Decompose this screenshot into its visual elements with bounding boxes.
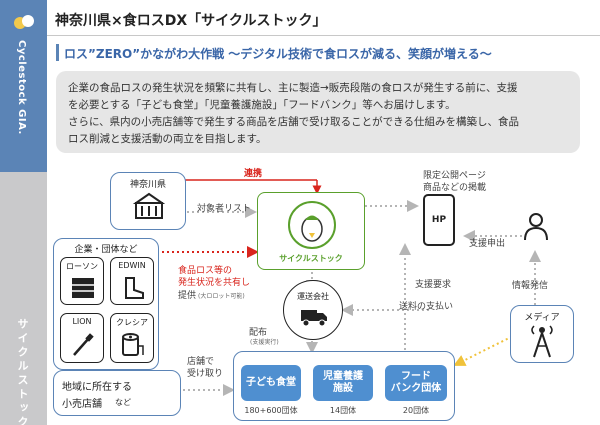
recipient-label: フード [401, 371, 431, 382]
company-label: クレシア [116, 318, 148, 327]
kanagawa-label: 神奈川県 [129, 180, 166, 190]
description-box: 企業の食品ロスの発生状況を頻繁に共有し、主に製造→販売段階の食ロスが発生する前に… [56, 71, 580, 153]
sidebar-bottom-panel [0, 172, 47, 425]
media-node: メディア [510, 305, 574, 363]
cyclestock-center-node: サイクルストック [257, 192, 365, 270]
truck-icon [301, 310, 327, 327]
company-lawson: ローソン [60, 257, 104, 305]
shipping-company-label: 運送会社 [297, 292, 329, 301]
company-lion: LION [60, 313, 104, 363]
page-subtitle: ロス”ZERO”かながわ大作戦 〜デジタル技術で食ロスが減る、笑顔が増える〜 [64, 47, 492, 61]
provide-label: 提供 [178, 291, 197, 301]
toothbrush-icon [73, 333, 94, 356]
company-label: EDWIN [118, 261, 146, 270]
company-label: ローソン [66, 262, 98, 271]
brand-logo-icon [14, 15, 34, 29]
food-loss-line-1: 食品ロス等の [178, 266, 233, 276]
store-pickup-line-2: 受け取り [187, 369, 224, 379]
shipping-company-node: 運送会社 [283, 280, 343, 340]
page-title: 神奈川県×食ロスDX「サイクルストック」 [55, 13, 327, 29]
recipient-jido-yogo-shisetsu: 児童養護 施設 [313, 365, 373, 401]
boot-icon [125, 277, 144, 299]
sidebar-top-panel [0, 0, 47, 172]
media-label: メディア [524, 313, 560, 323]
hp-caption-1: 限定公開ページ [423, 171, 486, 181]
description-line: を必要とする「子ども食堂」「児童養護施設」「フードバンク」等へお届けします。 [68, 99, 456, 111]
recipient-label: バンク団体 [390, 383, 442, 394]
recipient-label: 施設 [333, 383, 353, 394]
recipient-count: 20団体 [402, 406, 430, 415]
sidebar-brand: Cyclestock GIA. [16, 40, 27, 135]
kanagawa-node: 神奈川県 [110, 172, 186, 230]
cyclestock-logo-icon [288, 201, 336, 249]
sidebar-section-label: サイクルストック [16, 318, 29, 425]
hp-label: HP [431, 215, 447, 225]
target-list-label: 対象者リスト [197, 204, 252, 214]
company-crecia: クレシア [110, 313, 154, 363]
diagram-connectors [157, 179, 541, 396]
broadcast-tower-icon [531, 325, 553, 358]
description-line: 企業の食品ロスの発生状況を頻繁に共有し、主に製造→販売段階の食ロスが発生する前に… [68, 82, 518, 94]
recipient-kodomo-shokudo: 子ども食堂 [241, 365, 301, 401]
food-loss-line-2: 発生状況を共有し [178, 278, 251, 288]
hp-caption-2: 商品などの掲載 [423, 183, 487, 193]
companies-group: 企業・団体など ローソン EDWIN LION クレシア [53, 238, 159, 370]
store-pickup-line-1: 店舗で [187, 357, 215, 367]
provide-note: (大ロロット可能) [198, 293, 245, 300]
subtitle-accent-bar [56, 44, 59, 61]
recipient-count: 180+600団体 [244, 406, 298, 415]
support-request-label: 支援要求 [415, 280, 452, 290]
title-divider [47, 35, 600, 36]
hp-phone-node: HP [423, 194, 455, 246]
store-shelf-icon [72, 278, 94, 298]
cyclestock-logo-label: サイクルストック [279, 254, 343, 263]
local-stores-suffix: など [115, 398, 131, 407]
company-edwin: EDWIN [110, 257, 154, 305]
companies-title: 企業・団体など [74, 245, 138, 255]
supporter-person-icon [524, 213, 548, 241]
local-stores-line-2: 小売店舗 [62, 399, 102, 410]
local-stores-line-1: 地域に所在する [62, 382, 132, 393]
recipient-label: 児童養護 [323, 371, 363, 382]
delivery-note: (支援実行) [250, 339, 279, 346]
toilet-paper-icon [122, 333, 144, 356]
info-send-label: 情報発信 [512, 281, 549, 291]
shipping-fee-label: 送料の支払い [399, 302, 454, 312]
description-line: さらに、県内の小売店舗等で発生する商品を店舗で受け取ることができる仕組みを構築し… [68, 116, 519, 128]
local-stores-node: 地域に所在する 小売店舗 など [53, 370, 181, 416]
recipient-food-bank: フード バンク団体 [385, 365, 447, 401]
government-building-icon [133, 192, 165, 219]
description-line: ロス削減と支援活動の両立を目指します。 [68, 133, 267, 145]
company-label: LION [72, 317, 92, 326]
renkei-label: 連携 [244, 169, 263, 179]
recipient-label: 子ども食堂 [246, 377, 296, 388]
recipient-count: 14団体 [329, 406, 357, 415]
support-apply-label: 支援申出 [469, 239, 506, 249]
delivery-label: 配布 [249, 328, 268, 338]
flow-diagram: 神奈川県 連携 対象者リスト サイクルストック 限定公開ページ 商品などの掲載 … [47, 160, 600, 425]
sidebar: Cyclestock GIA. サイクルストック [0, 0, 47, 425]
